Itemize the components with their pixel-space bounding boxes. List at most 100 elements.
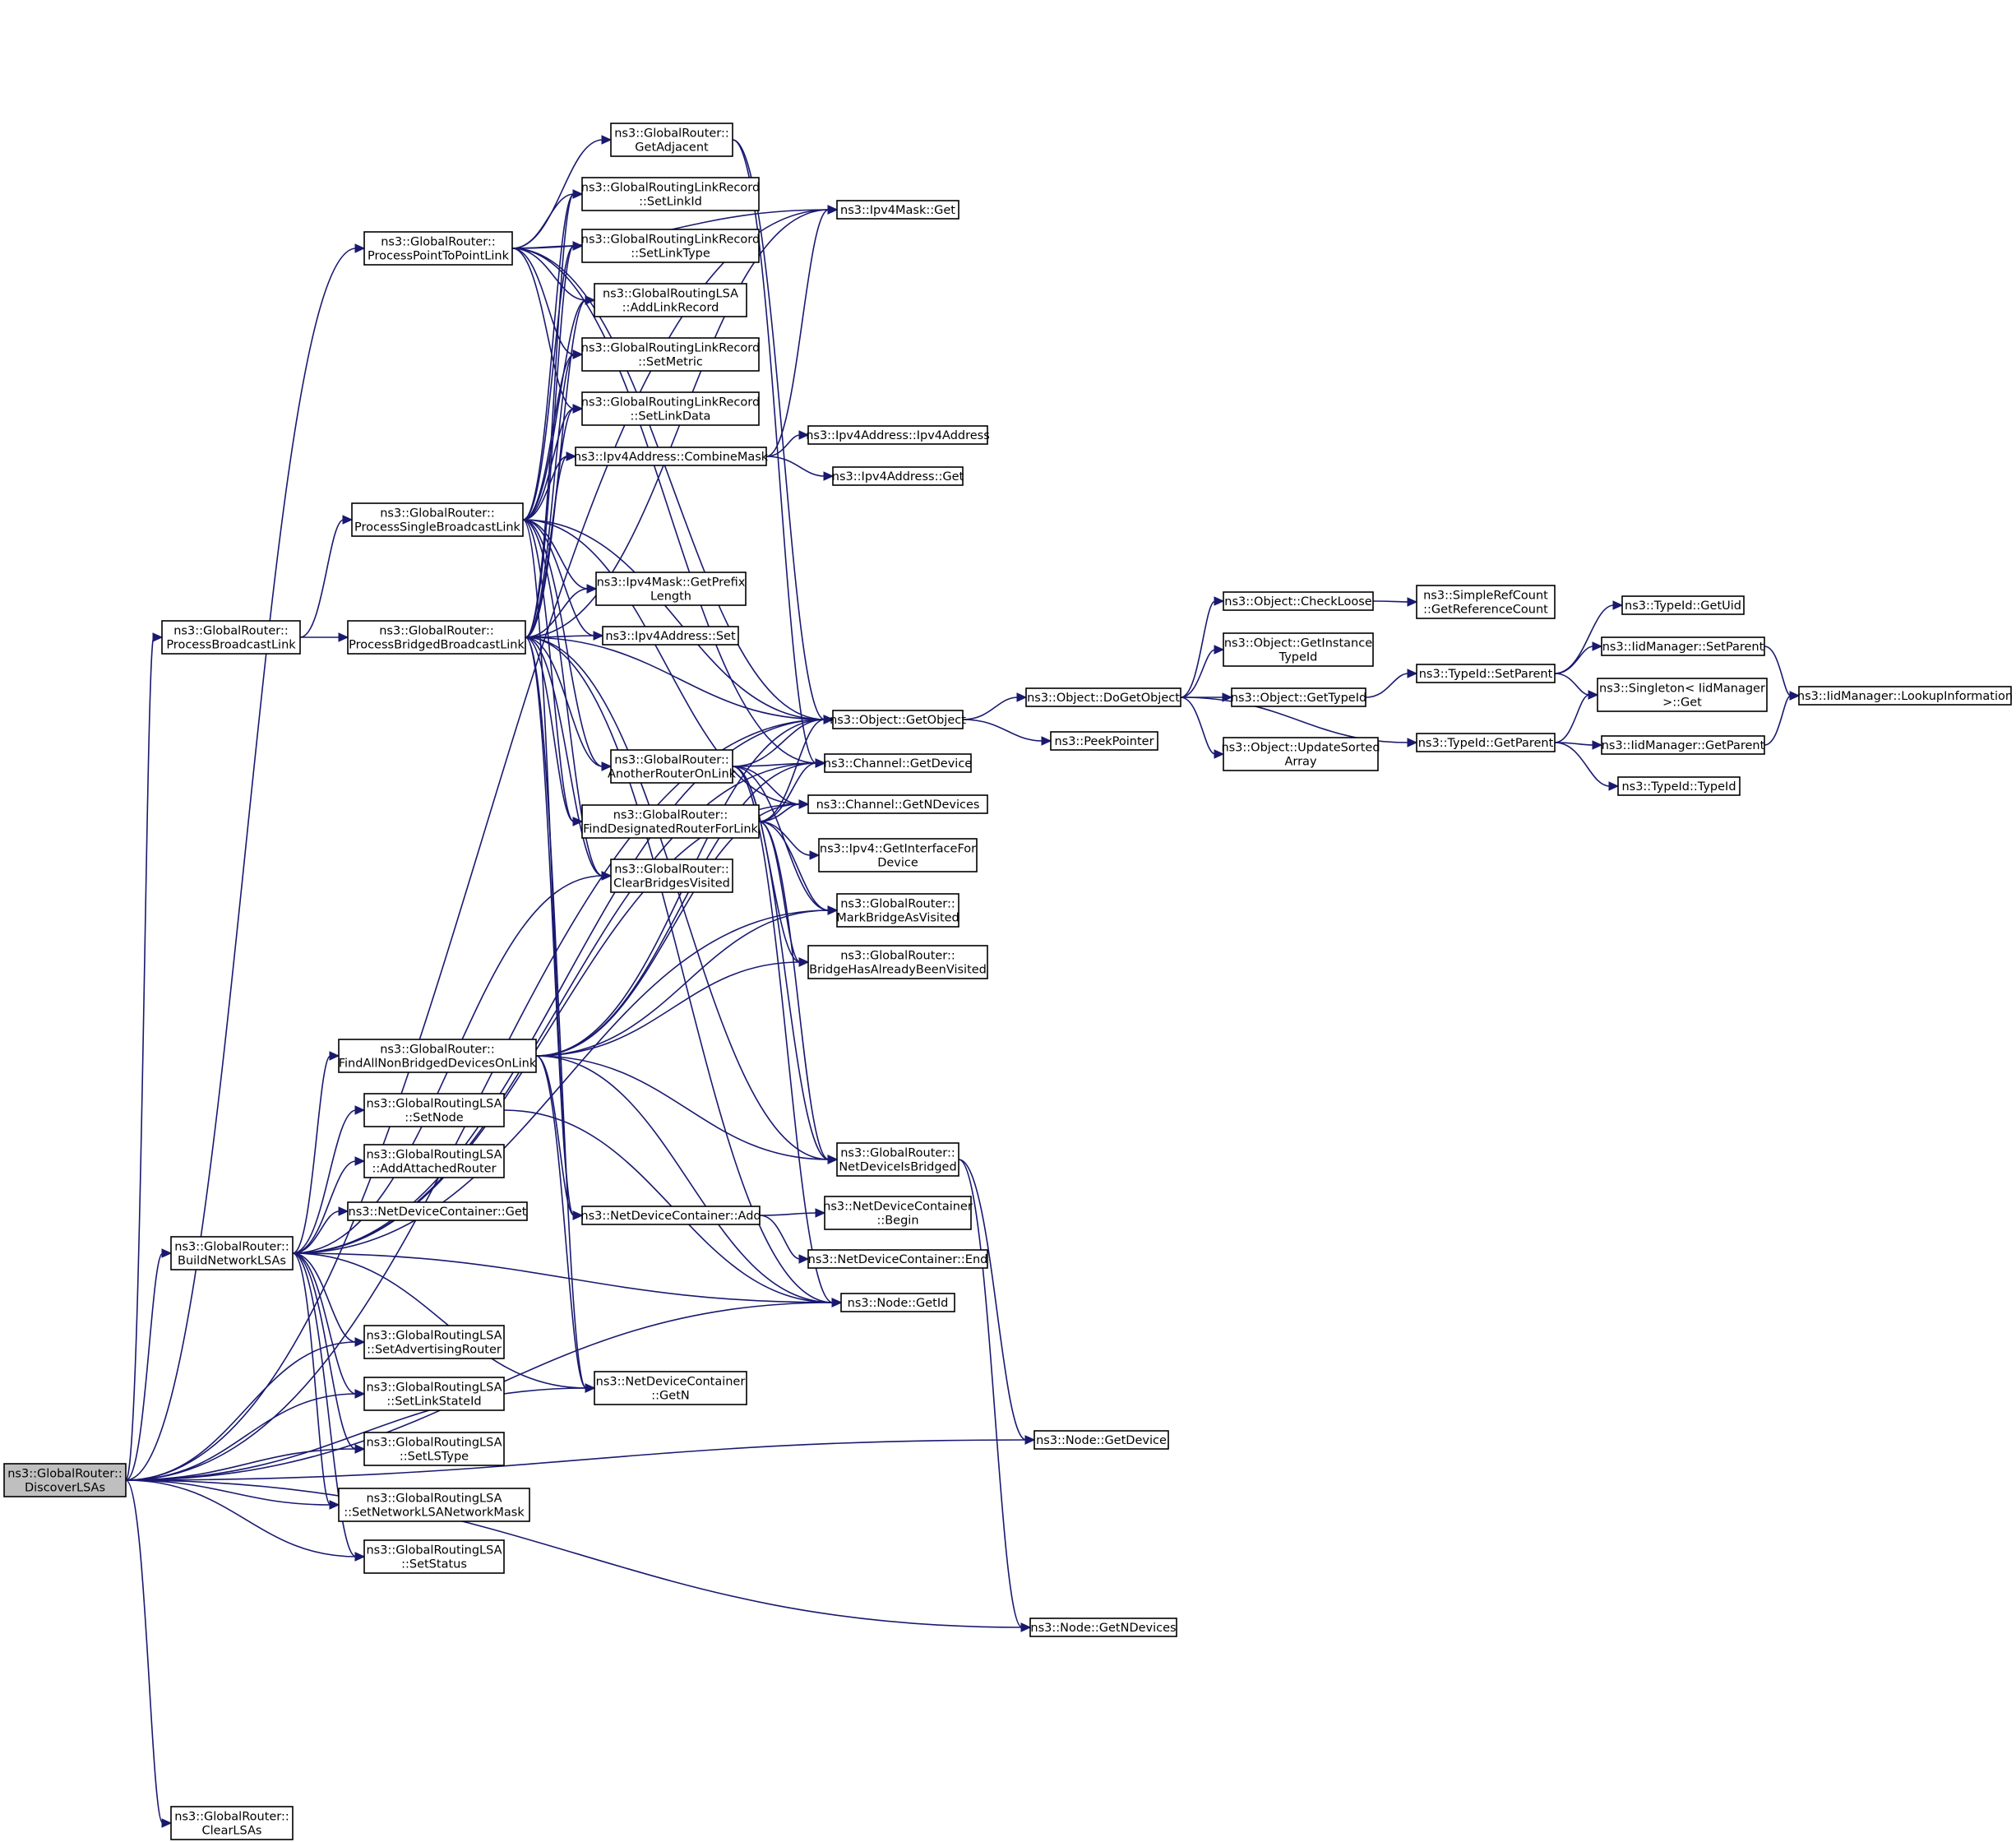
node-AnotherRouterOnLink[interactable]: ns3::GlobalRouter::AnotherRouterOnLink xyxy=(608,749,737,784)
edge-arrowhead xyxy=(815,758,826,768)
node-ClearBridgesVisited[interactable]: ns3::GlobalRouter::ClearBridgesVisited xyxy=(610,859,733,893)
edge-IidManager_GetParent-to-IidManager_LookupInformation xyxy=(1764,691,1801,746)
node-label: ns3::Ipv4Mask::Get xyxy=(840,204,955,217)
node-label: ns3::Object::GetTypeId xyxy=(1231,692,1366,705)
edge-line xyxy=(759,1215,801,1260)
edge-arrowhead xyxy=(354,1389,366,1399)
node-NDC_Begin[interactable]: ns3::NetDeviceContainer::Begin xyxy=(823,1196,973,1230)
node-label: ns3::Channel::GetDevice xyxy=(824,757,973,771)
node-Singleton_Get[interactable]: ns3::Singleton< IidManager >::Get xyxy=(1597,678,1768,712)
node-NDC_GetN[interactable]: ns3::NetDeviceContainer::GetN xyxy=(594,1371,747,1405)
node-IidManager_GetParent[interactable]: ns3::IidManager::GetParent xyxy=(1601,735,1765,755)
node-Object_DoGetObject[interactable]: ns3::Object::DoGetObject xyxy=(1025,687,1181,707)
node-label: ns3::GlobalRoutingLSA xyxy=(366,1493,502,1506)
node-PeekPointer[interactable]: ns3::PeekPointer xyxy=(1050,731,1158,751)
node-LSA_AddLinkRecord[interactable]: ns3::GlobalRoutingLSA::AddLinkRecord xyxy=(594,283,747,317)
node-LR_SetLinkType[interactable]: ns3::GlobalRoutingLinkRecord::SetLinkTyp… xyxy=(581,229,760,263)
node-TypeId_SetParent[interactable]: ns3::TypeId::SetParent xyxy=(1416,664,1556,683)
edge-FindAllNonBridgedDevicesOnLink-to-NDC_Add xyxy=(535,1055,584,1220)
node-ProcessBridgedBroadcastLink[interactable]: ns3::GlobalRouter::ProcessBridgedBroadca… xyxy=(347,620,526,655)
node-label: FindDesignatedRouterForLink xyxy=(583,823,758,836)
node-NDC_Get[interactable]: ns3::NetDeviceContainer::Get xyxy=(347,1201,528,1221)
node-Channel_GetDevice[interactable]: ns3::Channel::GetDevice xyxy=(824,753,973,773)
node-box xyxy=(1033,1430,1169,1450)
node-Object_GetObject[interactable]: ns3::Object::GetObject xyxy=(830,710,966,729)
edge-line xyxy=(732,766,801,805)
node-label: ns3::GlobalRouter:: xyxy=(380,1044,495,1057)
node-CombineMask[interactable]: ns3::Ipv4Address::CombineMask xyxy=(574,447,769,466)
edge-arrowhead xyxy=(1407,597,1418,607)
node-FindDesignatedRouterForLink[interactable]: ns3::GlobalRouter::FindDesignatedRouterF… xyxy=(581,804,760,839)
edge-NetDeviceIsBridged-to-Node_GetNDevices xyxy=(958,1159,1032,1632)
node-LSA_SetNetworkLSANetworkMask[interactable]: ns3::GlobalRoutingLSA::SetNetworkLSANetw… xyxy=(338,1488,530,1522)
edge-ProcessBridgedBroadcastLink-to-NDC_GetN xyxy=(525,636,596,1393)
node-FindAllNonBridgedDevicesOnLink[interactable]: ns3::GlobalRouter::FindAllNonBridgedDevi… xyxy=(338,1039,537,1073)
edge-line xyxy=(525,636,575,822)
node-Node_GetId[interactable]: ns3::Node::GetId xyxy=(840,1293,955,1312)
node-SimpleRefCount_GetReferenceCount[interactable]: ns3::SimpleRefCount::GetReferenceCount xyxy=(1416,585,1556,619)
node-BridgeHasAlreadyBeenVisited[interactable]: ns3::GlobalRouter::BridgeHasAlreadyBeenV… xyxy=(807,945,988,979)
node-box xyxy=(338,1488,530,1522)
node-box xyxy=(840,1293,955,1312)
edge-arrowhead xyxy=(1214,749,1225,759)
edge-line xyxy=(292,1055,331,1254)
node-LR_SetMetric[interactable]: ns3::GlobalRoutingLinkRecord::SetMetric xyxy=(581,337,760,372)
node-ProcessSingleBroadcastLink[interactable]: ns3::GlobalRouter::ProcessSingleBroadcas… xyxy=(351,502,524,537)
node-NDC_Add[interactable]: ns3::NetDeviceContainer::Add xyxy=(580,1206,761,1225)
edge-AnotherRouterOnLink-to-Node_GetId xyxy=(732,766,843,1307)
node-IidManager_LookupInformation[interactable]: ns3::IidManager::LookupInformation xyxy=(1797,686,2013,706)
node-ClearLSAs[interactable]: ns3::GlobalRouter::ClearLSAs xyxy=(170,1806,294,1840)
node-NetDeviceIsBridged[interactable]: ns3::GlobalRouter::NetDeviceIsBridged xyxy=(836,1142,959,1177)
node-Ipv4Address_Set[interactable]: ns3::Ipv4Address::Set xyxy=(602,626,739,646)
node-LSA_SetLSType[interactable]: ns3::GlobalRoutingLSA::SetLSType xyxy=(363,1432,505,1466)
node-Node_GetDevice[interactable]: ns3::Node::GetDevice xyxy=(1033,1430,1169,1450)
edge-line xyxy=(125,1439,1027,1481)
node-Channel_GetNDevices[interactable]: ns3::Channel::GetNDevices xyxy=(807,794,988,814)
node-BuildNetworkLSAs[interactable]: ns3::GlobalRouter::BuildNetworkLSAs xyxy=(170,1236,294,1270)
edge-line xyxy=(125,1393,357,1481)
node-LR_SetLinkData[interactable]: ns3::GlobalRoutingLinkRecord::SetLinkDat… xyxy=(581,391,760,426)
node-Ipv4Address_Ipv4Address[interactable]: ns3::Ipv4Address::Ipv4Address xyxy=(806,425,990,445)
node-box xyxy=(807,425,988,445)
node-label: ns3::Object::GetObject xyxy=(830,714,966,727)
node-Node_GetNDevices[interactable]: ns3::Node::GetNDevices xyxy=(1029,1618,1177,1637)
node-label: ns3::GlobalRouter:: xyxy=(840,1147,955,1160)
edge-ProcessBridgedBroadcastLink-to-Object_GetObject xyxy=(525,636,835,724)
node-Ipv4Mask_Get[interactable]: ns3::Ipv4Mask::Get xyxy=(836,200,959,220)
node-label: ns3::GlobalRoutingLSA xyxy=(366,1382,502,1395)
edge-line xyxy=(1180,600,1216,698)
node-Ipv4Address_Get[interactable]: ns3::Ipv4Address::Get xyxy=(832,466,964,486)
node-IidManager_SetParent[interactable]: ns3::IidManager::SetParent xyxy=(1601,636,1765,656)
node-ProcessBroadcastLink[interactable]: ns3::GlobalRouter::ProcessBroadcastLink xyxy=(161,620,301,655)
node-LSA_SetStatus[interactable]: ns3::GlobalRoutingLSA::SetStatus xyxy=(363,1539,505,1574)
node-ProcessPointToPointLink[interactable]: ns3::GlobalRouter::ProcessPointToPointLi… xyxy=(363,231,513,266)
node-label: ::AddLinkRecord xyxy=(622,302,719,315)
node-box xyxy=(818,838,978,872)
node-LSA_SetAdvertisingRouter[interactable]: ns3::GlobalRoutingLSA::SetAdvertisingRou… xyxy=(363,1325,505,1359)
edge-arrowhead xyxy=(585,1383,596,1393)
node-LR_SetLinkId[interactable]: ns3::GlobalRoutingLinkRecord::SetLinkId xyxy=(581,177,760,211)
node-MarkBridgeAsVisited[interactable]: ns3::GlobalRouter::MarkBridgeAsVisited xyxy=(836,893,959,928)
node-box xyxy=(832,466,964,486)
node-TypeId_TypeId[interactable]: ns3::TypeId::TypeId xyxy=(1617,776,1741,796)
node-Object_CheckLoose[interactable]: ns3::Object::CheckLoose xyxy=(1223,591,1374,611)
node-NDC_End[interactable]: ns3::NetDeviceContainer::End xyxy=(807,1249,988,1269)
node-Object_GetTypeId[interactable]: ns3::Object::GetTypeId xyxy=(1231,687,1366,707)
node-LSA_SetNode[interactable]: ns3::GlobalRoutingLSA::SetNode xyxy=(363,1093,505,1127)
node-LSA_SetLinkStateId[interactable]: ns3::GlobalRoutingLSA::SetLinkStateId xyxy=(363,1377,505,1411)
node-label: ns3::TypeId::GetParent xyxy=(1418,737,1554,750)
node-LSA_AddAttachedRouter[interactable]: ns3::GlobalRoutingLSA::AddAttachedRouter xyxy=(363,1144,505,1178)
edge-arrowhead xyxy=(798,957,810,967)
node-box xyxy=(836,200,959,220)
edge-line xyxy=(125,248,357,1481)
node-label: ns3::GlobalRoutingLinkRecord xyxy=(581,234,760,247)
node-GetAdjacent[interactable]: ns3::GlobalRouter::GetAdjacent xyxy=(610,123,733,157)
node-box xyxy=(1416,585,1556,619)
node-TypeId_GetParent[interactable]: ns3::TypeId::GetParent xyxy=(1416,733,1556,752)
edge-line xyxy=(292,1252,587,1389)
node-TypeId_GetUid[interactable]: ns3::TypeId::GetUid xyxy=(1621,595,1745,615)
